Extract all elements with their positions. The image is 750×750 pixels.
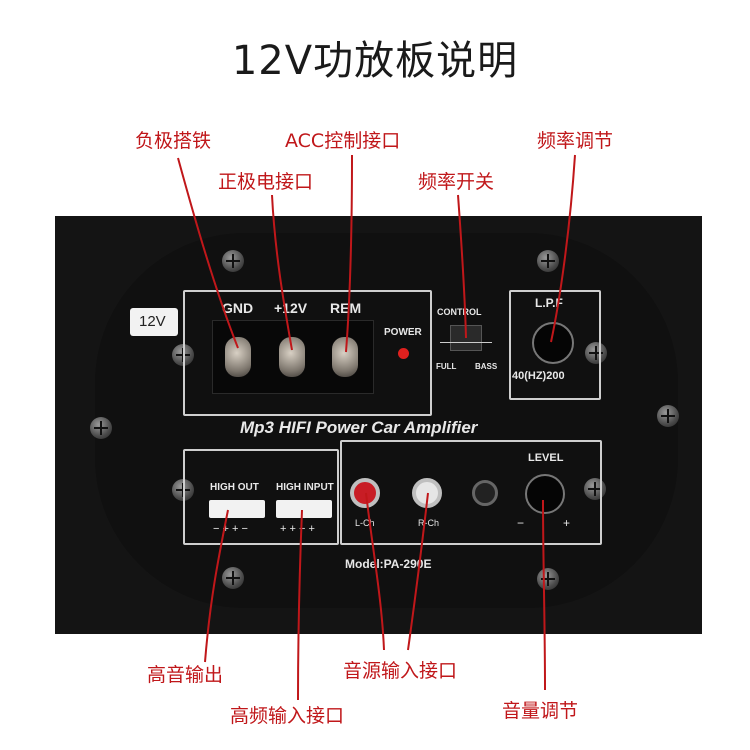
power-led	[398, 348, 409, 359]
leader-freq-adjust	[550, 154, 576, 343]
callout-high-out: 高音输出	[147, 664, 224, 686]
screw-icon	[657, 405, 679, 427]
leader-high-out	[204, 509, 229, 663]
leader-positive	[271, 194, 293, 351]
leader-audio-input-left	[365, 492, 385, 651]
aux-jack[interactable]	[472, 480, 498, 506]
terminal-label-rem: REM	[330, 300, 362, 316]
level-minus: −	[517, 516, 525, 530]
leader-high-input	[297, 509, 303, 701]
screw-icon	[537, 250, 559, 272]
model-label: Model:PA-290E	[345, 557, 432, 571]
lpf-knob[interactable]	[532, 322, 574, 364]
rca-left-jack[interactable]	[350, 478, 380, 508]
callout-freq-switch: 频率开关	[418, 171, 495, 193]
callout-high-input: 高频输入接口	[230, 705, 345, 727]
voltage-tag	[130, 308, 178, 336]
lpf-label: L.P.F	[535, 296, 563, 310]
callout-volume: 音量调节	[502, 700, 579, 722]
full-label: FULL	[436, 362, 457, 371]
leader-freq-switch	[457, 194, 467, 339]
page-title: 12V功放板说明	[231, 38, 519, 84]
high-out-pins: − + + −	[213, 523, 248, 535]
high-level-frame	[183, 449, 339, 545]
amplifier-panel	[95, 233, 678, 608]
leader-neg-ground	[177, 157, 239, 349]
callout-positive: 正极电接口	[218, 171, 314, 193]
high-out-connector[interactable]	[209, 500, 265, 518]
terminal-label-12v: +12V	[274, 300, 308, 316]
high-out-label: HIGH OUT	[210, 482, 259, 493]
high-input-connector[interactable]	[276, 500, 332, 518]
lpf-frame	[509, 290, 601, 400]
callout-freq-adjust: 频率调节	[537, 130, 614, 152]
leader-acc	[345, 154, 353, 353]
bass-label: BASS	[475, 362, 498, 371]
lpf-range-label: 40(HZ)200	[512, 370, 565, 382]
leader-volume	[542, 499, 546, 691]
screw-icon	[537, 568, 559, 590]
rch-label: R-Ch	[418, 518, 440, 528]
high-input-pins: + + − +	[280, 523, 315, 535]
callout-neg-ground: 负极搭铁	[135, 130, 212, 152]
level-label: LEVEL	[528, 452, 564, 464]
level-plus: +	[563, 516, 571, 530]
screw-icon	[222, 250, 244, 272]
screw-icon	[222, 567, 244, 589]
lch-label: L-Ch	[355, 518, 375, 528]
high-input-label: HIGH INPUT	[276, 482, 334, 493]
screw-icon	[90, 417, 112, 439]
product-name: Mp3 HIFI Power Car Amplifier	[240, 418, 478, 437]
callout-acc: ACC控制接口	[285, 130, 401, 152]
terminal-screw-rem[interactable]	[332, 337, 358, 377]
callout-audio-input: 音源输入接口	[343, 660, 458, 682]
terminal-label-gnd: GND	[222, 300, 254, 316]
voltage-tag-label: 12V	[139, 313, 166, 330]
screw-icon	[585, 342, 607, 364]
level-knob[interactable]	[525, 474, 565, 514]
leader-audio-input-right	[407, 492, 429, 651]
terminal-screw-12v[interactable]	[279, 337, 305, 377]
audio-input-frame	[340, 440, 602, 545]
power-label: POWER	[384, 327, 422, 338]
power-terminal-frame	[183, 290, 432, 416]
terminal-screw-gnd[interactable]	[225, 337, 251, 377]
control-label: CONTROL	[437, 307, 482, 317]
frequency-switch-graphic	[440, 342, 492, 359]
